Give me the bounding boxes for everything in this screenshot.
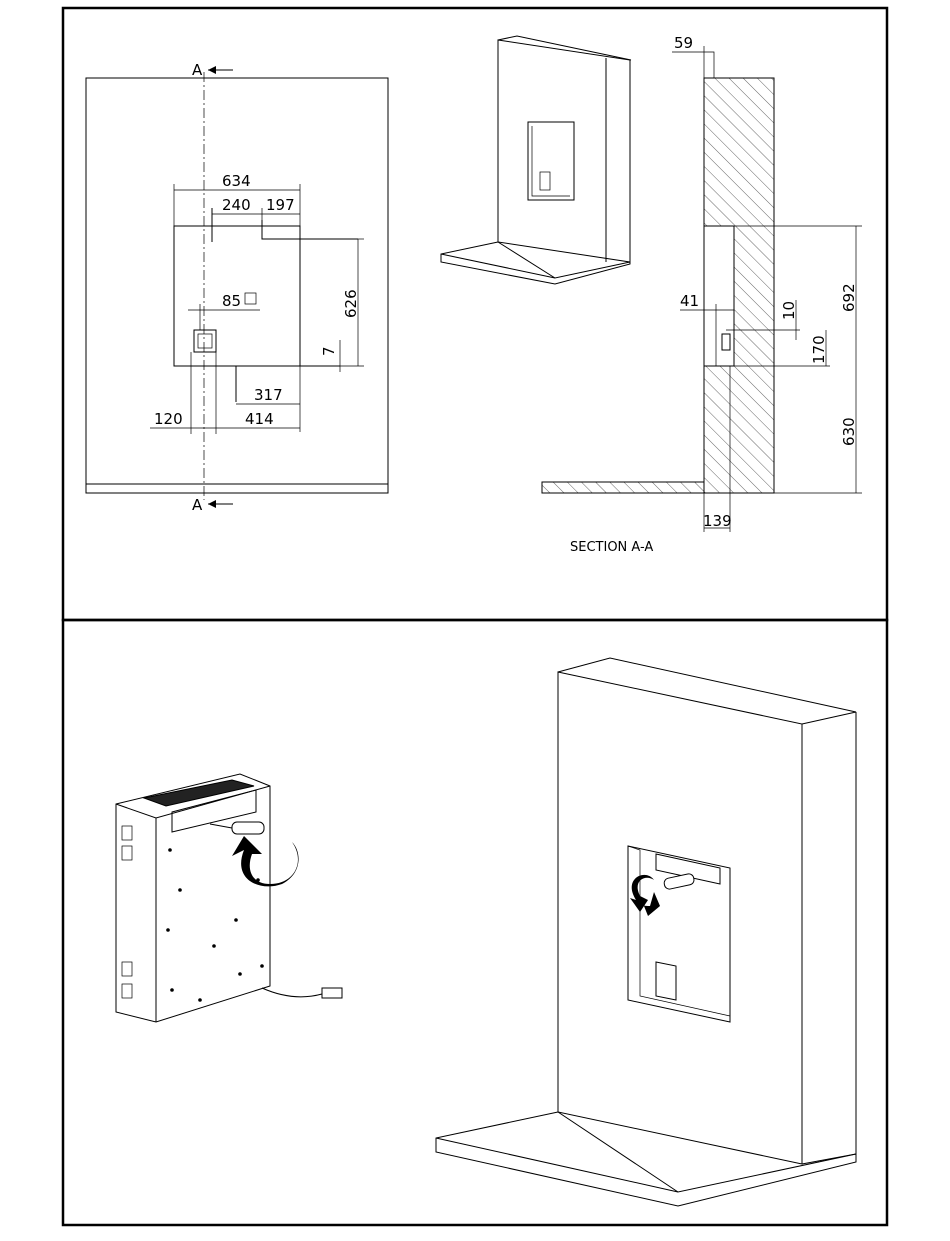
dim-59: 59 [674,34,693,52]
dim-634: 634 [222,172,251,190]
square-symbol [245,293,256,304]
isometric-wall-small [441,36,631,284]
front-view: A A 634 240 197 626 85 [86,61,388,514]
dim-7: 7 [320,346,338,356]
power-cord [262,988,322,997]
dim-120: 120 [154,410,183,428]
socket-box [194,330,216,352]
wall-outline [86,78,388,493]
dim-240: 240 [222,196,251,214]
section-a-a: 59 41 10 170 692 630 139 SECTION A-A [542,34,862,555]
dim-85: 85 [222,292,241,310]
dim-10: 10 [780,301,798,320]
socket-large [656,962,676,1000]
screwdriver-icon-2 [663,873,695,890]
floor-hatch [542,482,704,493]
dim-630: 630 [840,417,858,446]
section-caption: SECTION A-A [570,540,653,555]
heater-unit [116,774,342,1022]
recess-large [628,846,730,1022]
rotate-arrow-icon [232,836,299,886]
dim-197: 197 [266,196,295,214]
dim-170: 170 [810,335,828,364]
recess-small [528,122,574,200]
dim-626: 626 [342,289,360,318]
bottom-panel-frame [63,620,887,1225]
screwdriver-icon [232,822,264,834]
dim-317: 317 [254,386,283,404]
section-marker-top: A [192,61,203,79]
dim-139: 139 [703,512,732,530]
isometric-wall-large [436,658,856,1206]
dim-692: 692 [840,283,858,312]
dim-414: 414 [245,410,274,428]
dim-41: 41 [680,292,699,310]
section-marker-bottom: A [192,496,203,514]
